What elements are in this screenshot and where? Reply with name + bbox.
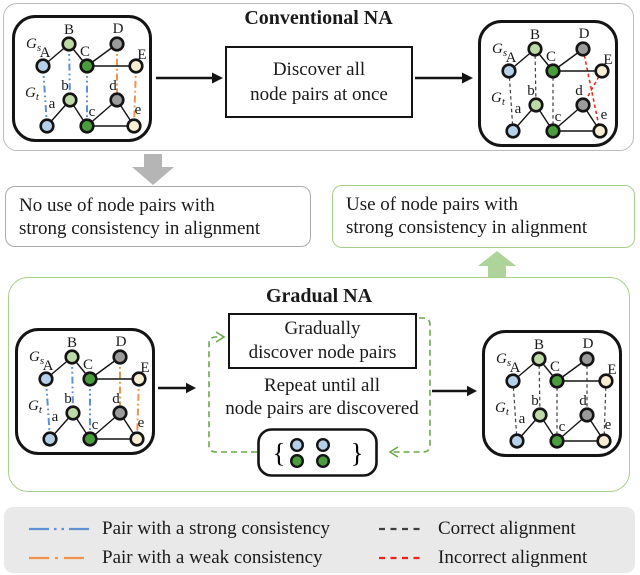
svg-text:B: B [530, 27, 540, 43]
svg-text:c: c [89, 104, 96, 120]
legend-item-incorrect: Incorrect alignment [378, 545, 587, 571]
legend-label-weak: Pair with a weak consistency [102, 547, 323, 568]
legend-background [4, 507, 635, 573]
use-line2: strong consistency in alignment [346, 217, 588, 238]
gradually-discover-box: Gradually discover node pairs [228, 313, 417, 369]
svg-text:C: C [83, 357, 93, 373]
discovered-pair-set-box: { } [257, 428, 378, 477]
svg-text:c: c [555, 109, 562, 125]
svg-text:D: D [579, 26, 590, 42]
strong-consistency-line-sample [29, 527, 89, 531]
svg-text:a: a [515, 101, 522, 117]
svg-text:e: e [601, 107, 608, 123]
svg-text:A: A [510, 360, 521, 376]
svg-text:A: A [506, 50, 517, 66]
svg-text:C: C [550, 359, 560, 375]
green-up-arrow [478, 251, 516, 277]
repeat-line2: node pairs are discovered [225, 398, 419, 419]
use-note: Use of node pairs with strong consistenc… [332, 185, 635, 248]
svg-text:c: c [559, 419, 566, 435]
svg-text:B: B [534, 337, 544, 353]
svg-text:d: d [109, 78, 117, 94]
svg-text:a: a [52, 409, 59, 425]
svg-text:D: D [116, 334, 127, 350]
svg-text:d: d [112, 391, 120, 407]
discover-all-box: Discover all node pairs at once [225, 46, 413, 118]
pair-set-border [257, 428, 378, 477]
svg-text:A: A [43, 358, 54, 374]
gray-down-arrow [132, 154, 174, 185]
svg-text:d: d [579, 393, 587, 409]
svg-text:E: E [137, 47, 146, 63]
no-use-note: No use of node pairs with strong consist… [5, 186, 311, 247]
discover-all-line2: node pairs at once [250, 84, 388, 105]
svg-text:D: D [113, 21, 124, 37]
svg-text:e: e [135, 102, 142, 118]
legend-label-incorrect: Incorrect alignment [438, 547, 588, 568]
svg-text:C: C [546, 49, 556, 65]
gradual-na-title: Gradual NA [265, 285, 373, 307]
svg-text:B: B [67, 335, 77, 351]
svg-text:b: b [64, 391, 72, 407]
use-line1: Use of node pairs with [346, 194, 519, 215]
pair-set-close-brace: } [351, 438, 364, 468]
svg-text:e: e [138, 415, 145, 431]
legend-item-correct: Correct alignment [378, 516, 576, 542]
svg-text:D: D [583, 336, 594, 352]
svg-text:c: c [92, 417, 99, 433]
repeat-line1: Repeat until all [263, 375, 381, 396]
svg-text:b: b [531, 393, 539, 409]
legend-item-weak: Pair with a weak consistency [28, 545, 323, 571]
svg-text:a: a [519, 411, 526, 427]
conventional-na-title: Conventional NA [244, 7, 393, 29]
svg-text:A: A [40, 45, 51, 61]
svg-text:E: E [603, 52, 612, 68]
correct-alignment-line-sample [379, 527, 425, 531]
svg-text:e: e [605, 417, 612, 433]
svg-text:b: b [527, 83, 535, 99]
svg-text:B: B [64, 22, 74, 38]
legend-item-strong: Pair with a strong consistency [28, 516, 330, 542]
discover-all-line1: Discover all [272, 59, 366, 80]
svg-text:E: E [140, 360, 149, 376]
legend-label-strong: Pair with a strong consistency [102, 518, 330, 539]
svg-text:C: C [80, 44, 90, 60]
no-use-line2: strong consistency in alignment [19, 218, 261, 239]
gradually-line1: Gradually [284, 318, 361, 339]
gradually-line2: discover node pairs [248, 342, 397, 363]
svg-text:E: E [607, 362, 616, 378]
svg-text:b: b [61, 78, 69, 94]
incorrect-alignment-line-sample [379, 556, 425, 560]
svg-text:a: a [49, 96, 56, 112]
weak-consistency-line-sample [29, 556, 89, 560]
pair-set-open-brace: { [273, 438, 286, 468]
svg-text:d: d [575, 83, 583, 99]
repeat-until-text: Repeat until all node pairs are discover… [178, 374, 466, 420]
legend-label-correct: Correct alignment [438, 518, 576, 539]
no-use-line1: No use of node pairs with [19, 195, 215, 216]
